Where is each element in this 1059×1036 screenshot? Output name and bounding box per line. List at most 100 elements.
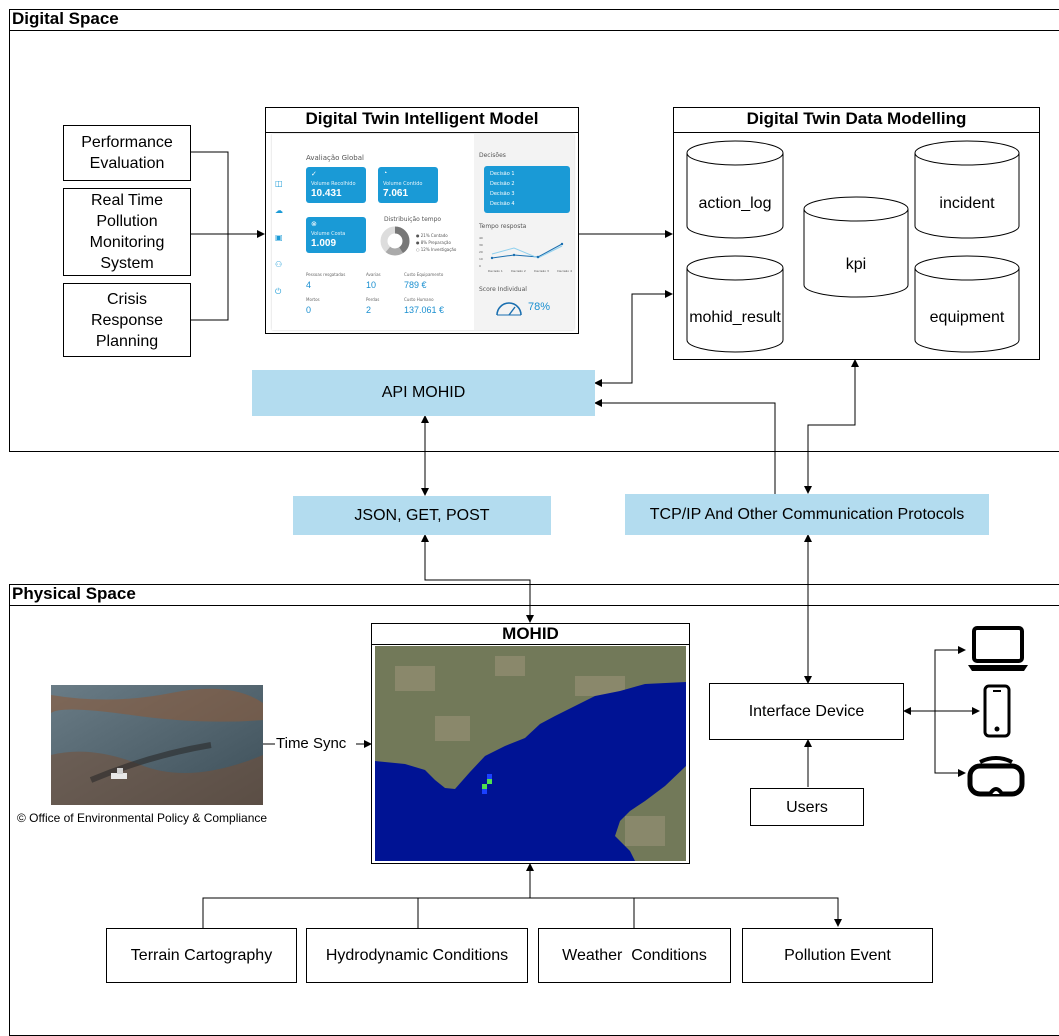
custo-hum-value: 137.061 € [404, 305, 445, 315]
laptop-icon [968, 626, 1028, 671]
db-kpi-label: kpi [845, 256, 867, 273]
tempo-y-0: 40 [479, 236, 483, 240]
score-label: Score Individual [479, 286, 527, 293]
time-sync-label: Time Sync [276, 735, 347, 752]
photo-credit: © Office of Environmental Policy & Compl… [17, 811, 268, 825]
pessoas-label: Pessoas resgatadas [306, 272, 346, 277]
tempo-x-3: Decisão 4 [557, 269, 572, 273]
db-mohid-result-shape [686, 268, 784, 353]
avarias-value: 10 [366, 280, 377, 290]
donut-legend: ● 21% Contado ● 8% Preparação ○ 12% Inve… [416, 232, 456, 253]
weather-conditions-label: Weather Conditions [562, 947, 707, 964]
dash-right-panel: Decisões Decisão 1 Decisão 2 Decisão 3 D… [474, 134, 574, 330]
users-icon[interactable]: ⚇ [275, 260, 283, 269]
performance-evaluation-box: Performance Evaluation [63, 125, 191, 181]
json-get-post-box: JSON, GET, POST [293, 496, 551, 535]
perdas-value: 2 [366, 305, 372, 315]
vol-cont-value: 7.061 [383, 188, 409, 199]
tempo-y-3: 10 [479, 257, 483, 261]
tempo-y-1: 30 [479, 243, 483, 247]
donut-chart [380, 226, 410, 256]
avarias-label: Avarias [366, 272, 381, 277]
performance-evaluation-label: Performance Evaluation [81, 134, 173, 172]
vol-cont-label: Volume Contido [383, 181, 423, 187]
decisoes-card: Decisão 1 Decisão 2 Decisão 3 Decisão 4 [484, 166, 570, 213]
sea-area [375, 682, 686, 861]
mohid-map [375, 646, 686, 861]
dash-sidebar: ◫ ☁ ▣ ⚇ ⏻ [275, 179, 289, 314]
legend-0: ● 21% Contado [416, 233, 448, 238]
dtim-dashboard: ◫ ☁ ▣ ⚇ ⏻ Avaliação Global ✓ Volume Reco… [272, 134, 574, 330]
db-equipment-label: equipment [929, 309, 1005, 326]
decisoes-label: Decisões [479, 152, 506, 159]
tempo-x-2: Decisão 3 [534, 269, 549, 273]
map-icon[interactable]: ◫ [275, 179, 283, 188]
tempo-label: Tempo resposta [479, 223, 527, 230]
api-mohid-box: API MOHID [252, 370, 595, 416]
legend-1: ● 8% Preparação [416, 240, 451, 245]
gauge-small-icon: ◔ [383, 170, 388, 177]
vol-rec-value: 10.431 [311, 188, 342, 199]
users-box: Users [750, 788, 864, 826]
interface-device-box: Interface Device [709, 683, 904, 740]
vol-costa-value: 1.009 [311, 238, 337, 249]
tempo-y-2: 20 [479, 250, 483, 254]
db-incident-label: incident [939, 195, 995, 212]
x-circle-icon: ⊗ [311, 221, 317, 228]
check-icon: ✓ [311, 171, 317, 178]
tempo-x-0: Decisão 1 [488, 269, 503, 273]
power-icon[interactable]: ⏻ [275, 287, 282, 296]
mohid-title: MOHID [372, 624, 689, 645]
digital-space-title: Digital Space [10, 10, 1059, 31]
speedometer-icon [496, 302, 522, 316]
digital-space: Digital Space [9, 9, 1059, 452]
mortos-value: 0 [306, 305, 312, 315]
db-kpi-shape [803, 209, 909, 298]
card-volume-recolhido: ✓ Volume Recolhido 10.431 [306, 167, 366, 203]
cloud-icon[interactable]: ☁ [275, 206, 283, 215]
tempo-y-4: 0 [479, 264, 481, 268]
decisao-1[interactable]: Decisão 1 [490, 171, 515, 177]
custo-eq-value: 789 € [404, 280, 427, 290]
custo-hum-label: Custo Humano [404, 297, 434, 302]
smartphone-icon [983, 684, 1011, 738]
card-volume-contido: ◔ Volume Contido 7.061 [378, 167, 438, 203]
mohid-panel: MOHID [371, 623, 690, 864]
realtime-monitoring-label: Real Time Pollution Monitoring System [89, 192, 165, 272]
mortos-label: Mortos [306, 297, 320, 302]
vol-rec-label: Volume Recolhido [311, 181, 356, 187]
decisao-4[interactable]: Decisão 4 [490, 201, 515, 207]
score-value: 78% [528, 301, 551, 313]
crisis-response-box: Crisis Response Planning [63, 283, 191, 357]
tempo-line-chart [490, 242, 564, 260]
realtime-monitoring-box: Real Time Pollution Monitoring System [63, 188, 191, 276]
db-incident-shape [914, 153, 1020, 239]
avaliacao-label: Avaliação Global [306, 154, 364, 162]
tempo-x-1: Decisão 2 [511, 269, 526, 273]
vr-headset-icon [967, 756, 1025, 797]
vol-costa-label: Volume Costa [311, 231, 346, 237]
dtim-title: Digital Twin Intelligent Model [266, 108, 578, 133]
tempo-y-axis: 40 30 20 10 0 [479, 235, 483, 270]
oil-spill-photo [51, 685, 263, 805]
decisao-2[interactable]: Decisão 2 [490, 181, 515, 187]
calendar-icon[interactable]: ▣ [275, 233, 283, 242]
physical-space-title: Physical Space [10, 585, 1059, 606]
pollution-event-box: Pollution Event [742, 928, 933, 983]
hydrodynamic-conditions-box: Hydrodynamic Conditions [306, 928, 528, 983]
db-equipment-shape [914, 268, 1020, 353]
pessoas-value: 4 [306, 280, 312, 290]
dtim-panel: Digital Twin Intelligent Model ◫ ☁ ▣ ⚇ ⏻… [265, 107, 579, 334]
crisis-response-label: Crisis Response Planning [90, 290, 164, 350]
db-action-log-label: action_log [698, 195, 772, 212]
terrain-cartography-box: Terrain Cartography [106, 928, 297, 983]
distrib-label: Distribuição tempo [384, 216, 442, 223]
legend-2: ○ 12% Investigação [416, 247, 457, 252]
db-mohid-result-label: mohid_result [689, 309, 781, 326]
dtdm-title: Digital Twin Data Modelling [674, 108, 1039, 133]
decisao-3[interactable]: Decisão 3 [490, 191, 515, 197]
perdas-label: Perdas [366, 297, 380, 302]
tcp-ip-box: TCP/IP And Other Communication Protocols [625, 494, 989, 535]
